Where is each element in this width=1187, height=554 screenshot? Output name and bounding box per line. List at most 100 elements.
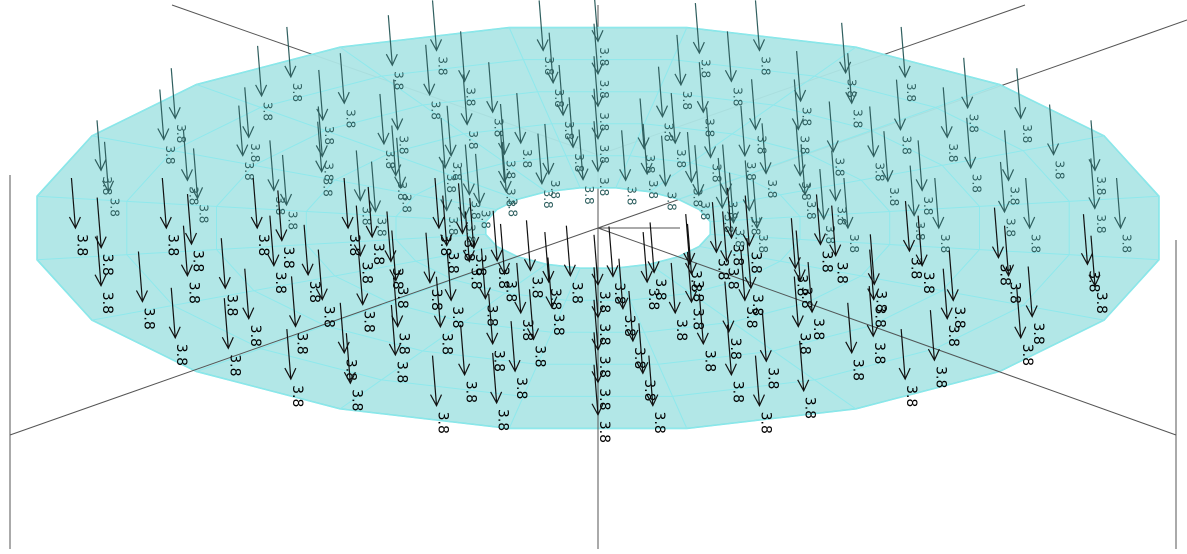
load-arrow-shaft [744, 195, 750, 246]
load-value-label: 3.8 [756, 234, 770, 253]
load-arrowhead [1088, 274, 1101, 288]
load-arrowhead [591, 338, 604, 352]
load-arrow-shaft [1090, 235, 1096, 286]
load-value-label: 3.8 [261, 102, 275, 121]
load-value-label: 3.8 [190, 250, 206, 272]
load-arrowhead [915, 254, 928, 267]
load-arrow-shaft [370, 161, 377, 212]
load-arrowhead [353, 244, 366, 257]
load-value-label: 3.8 [698, 59, 712, 78]
load-arrow-shaft [917, 215, 923, 266]
load-value-label: 3.8 [247, 325, 263, 347]
load-arrowhead [497, 142, 511, 156]
load-value-label: 3.8 [100, 176, 114, 195]
load-value-label: 3.8 [504, 188, 518, 207]
point-load: 3.8 [1002, 225, 1023, 304]
load-arrowhead [867, 273, 880, 286]
load-value-label: 3.8 [464, 87, 478, 106]
load-arrowhead [343, 371, 356, 385]
point-load: 3.8 [1088, 158, 1108, 233]
load-value-label: 3.8 [596, 388, 612, 410]
load-value-label: 3.8 [796, 333, 812, 355]
load-arrow-shaft [909, 165, 915, 216]
load-value-label: 3.8 [749, 294, 765, 316]
load-arrowhead [794, 89, 807, 103]
load-arrow-shaft [367, 186, 373, 237]
point-load: 3.8 [473, 153, 493, 229]
load-arrow-shaft [754, 355, 761, 406]
load-value-label: 3.8 [467, 267, 483, 289]
load-arrowhead [423, 271, 436, 284]
load-arrowhead [964, 156, 977, 170]
load-arrow-shaft [639, 98, 645, 149]
load-arrow-shaft [103, 141, 110, 192]
load-value-label: 3.8 [743, 306, 759, 328]
load-value-label: 3.8 [946, 143, 960, 162]
load-arrowhead [242, 126, 255, 139]
load-arrow-shaft [391, 230, 397, 281]
load-arrow-shaft [431, 355, 438, 406]
point-load: 3.8 [284, 329, 305, 407]
load-value-label: 3.8 [802, 397, 818, 419]
mesh-radial [91, 245, 497, 321]
point-load: 3.8 [368, 161, 389, 237]
load-arrow-shaft [752, 177, 758, 229]
load-arrowhead [709, 240, 722, 254]
load-arrow-shaft [717, 157, 723, 208]
load-value-label: 3.8 [393, 361, 409, 383]
mesh-radial [196, 83, 518, 200]
load-value-label: 3.8 [562, 121, 576, 140]
load-arrowhead [867, 145, 880, 158]
point-load: 3.8 [242, 268, 263, 347]
load-arrowhead [829, 244, 842, 257]
load-arrow-shaft [435, 276, 442, 327]
load-arrow-shaft [993, 207, 1000, 258]
mesh-radial [615, 267, 688, 429]
load-arrowhead [940, 307, 953, 321]
load-arrow-shaft [528, 289, 535, 340]
load-value-label: 3.8 [321, 178, 335, 197]
load-arrow-shaft [290, 276, 297, 327]
mesh-radial [36, 195, 486, 223]
point-load: 3.8 [636, 323, 657, 402]
load-arrow-shaft [761, 311, 767, 362]
load-value-label: 3.8 [758, 56, 772, 75]
point-load: 3.8 [606, 226, 627, 305]
load-arrow-shaft [457, 183, 464, 234]
load-value-label: 3.8 [99, 292, 115, 314]
load-arrow-shaft [159, 89, 165, 140]
load-arrowhead [576, 168, 589, 181]
load-arrow-shaft [726, 31, 732, 82]
point-load: 3.8 [915, 215, 936, 294]
point-load: 3.8 [640, 232, 661, 310]
point-load: 3.8 [499, 141, 519, 217]
load-arrowhead [591, 306, 604, 319]
point-load: 3.8 [523, 220, 544, 299]
load-arrowhead [368, 200, 382, 213]
load-arrowhead [432, 216, 445, 230]
load-value-label: 3.8 [289, 385, 305, 407]
load-arrow-shaft [793, 79, 799, 130]
load-arrow-shaft [537, 133, 543, 184]
point-load: 3.8 [738, 105, 758, 181]
load-value-label: 3.8 [397, 135, 411, 154]
load-arrowhead [881, 169, 894, 183]
load-value-label: 3.8 [597, 112, 611, 131]
load-arrow-shaft [252, 177, 258, 229]
load-arrowhead [94, 159, 107, 172]
point-load: 3.8 [813, 194, 834, 273]
point-load: 3.8 [94, 120, 114, 195]
load-arrow-shaft [593, 299, 599, 350]
load-value-label: 3.8 [495, 267, 511, 289]
load-arrow-shaft [815, 194, 822, 245]
load-arrowhead [674, 73, 687, 87]
load-value-label: 3.8 [491, 350, 507, 372]
load-arrow-shaft [568, 97, 574, 148]
load-arrow-shaft [883, 131, 889, 182]
load-value-label: 3.8 [689, 280, 705, 302]
load-arrowhead [797, 379, 810, 393]
load-value-label: 3.8 [730, 87, 744, 106]
